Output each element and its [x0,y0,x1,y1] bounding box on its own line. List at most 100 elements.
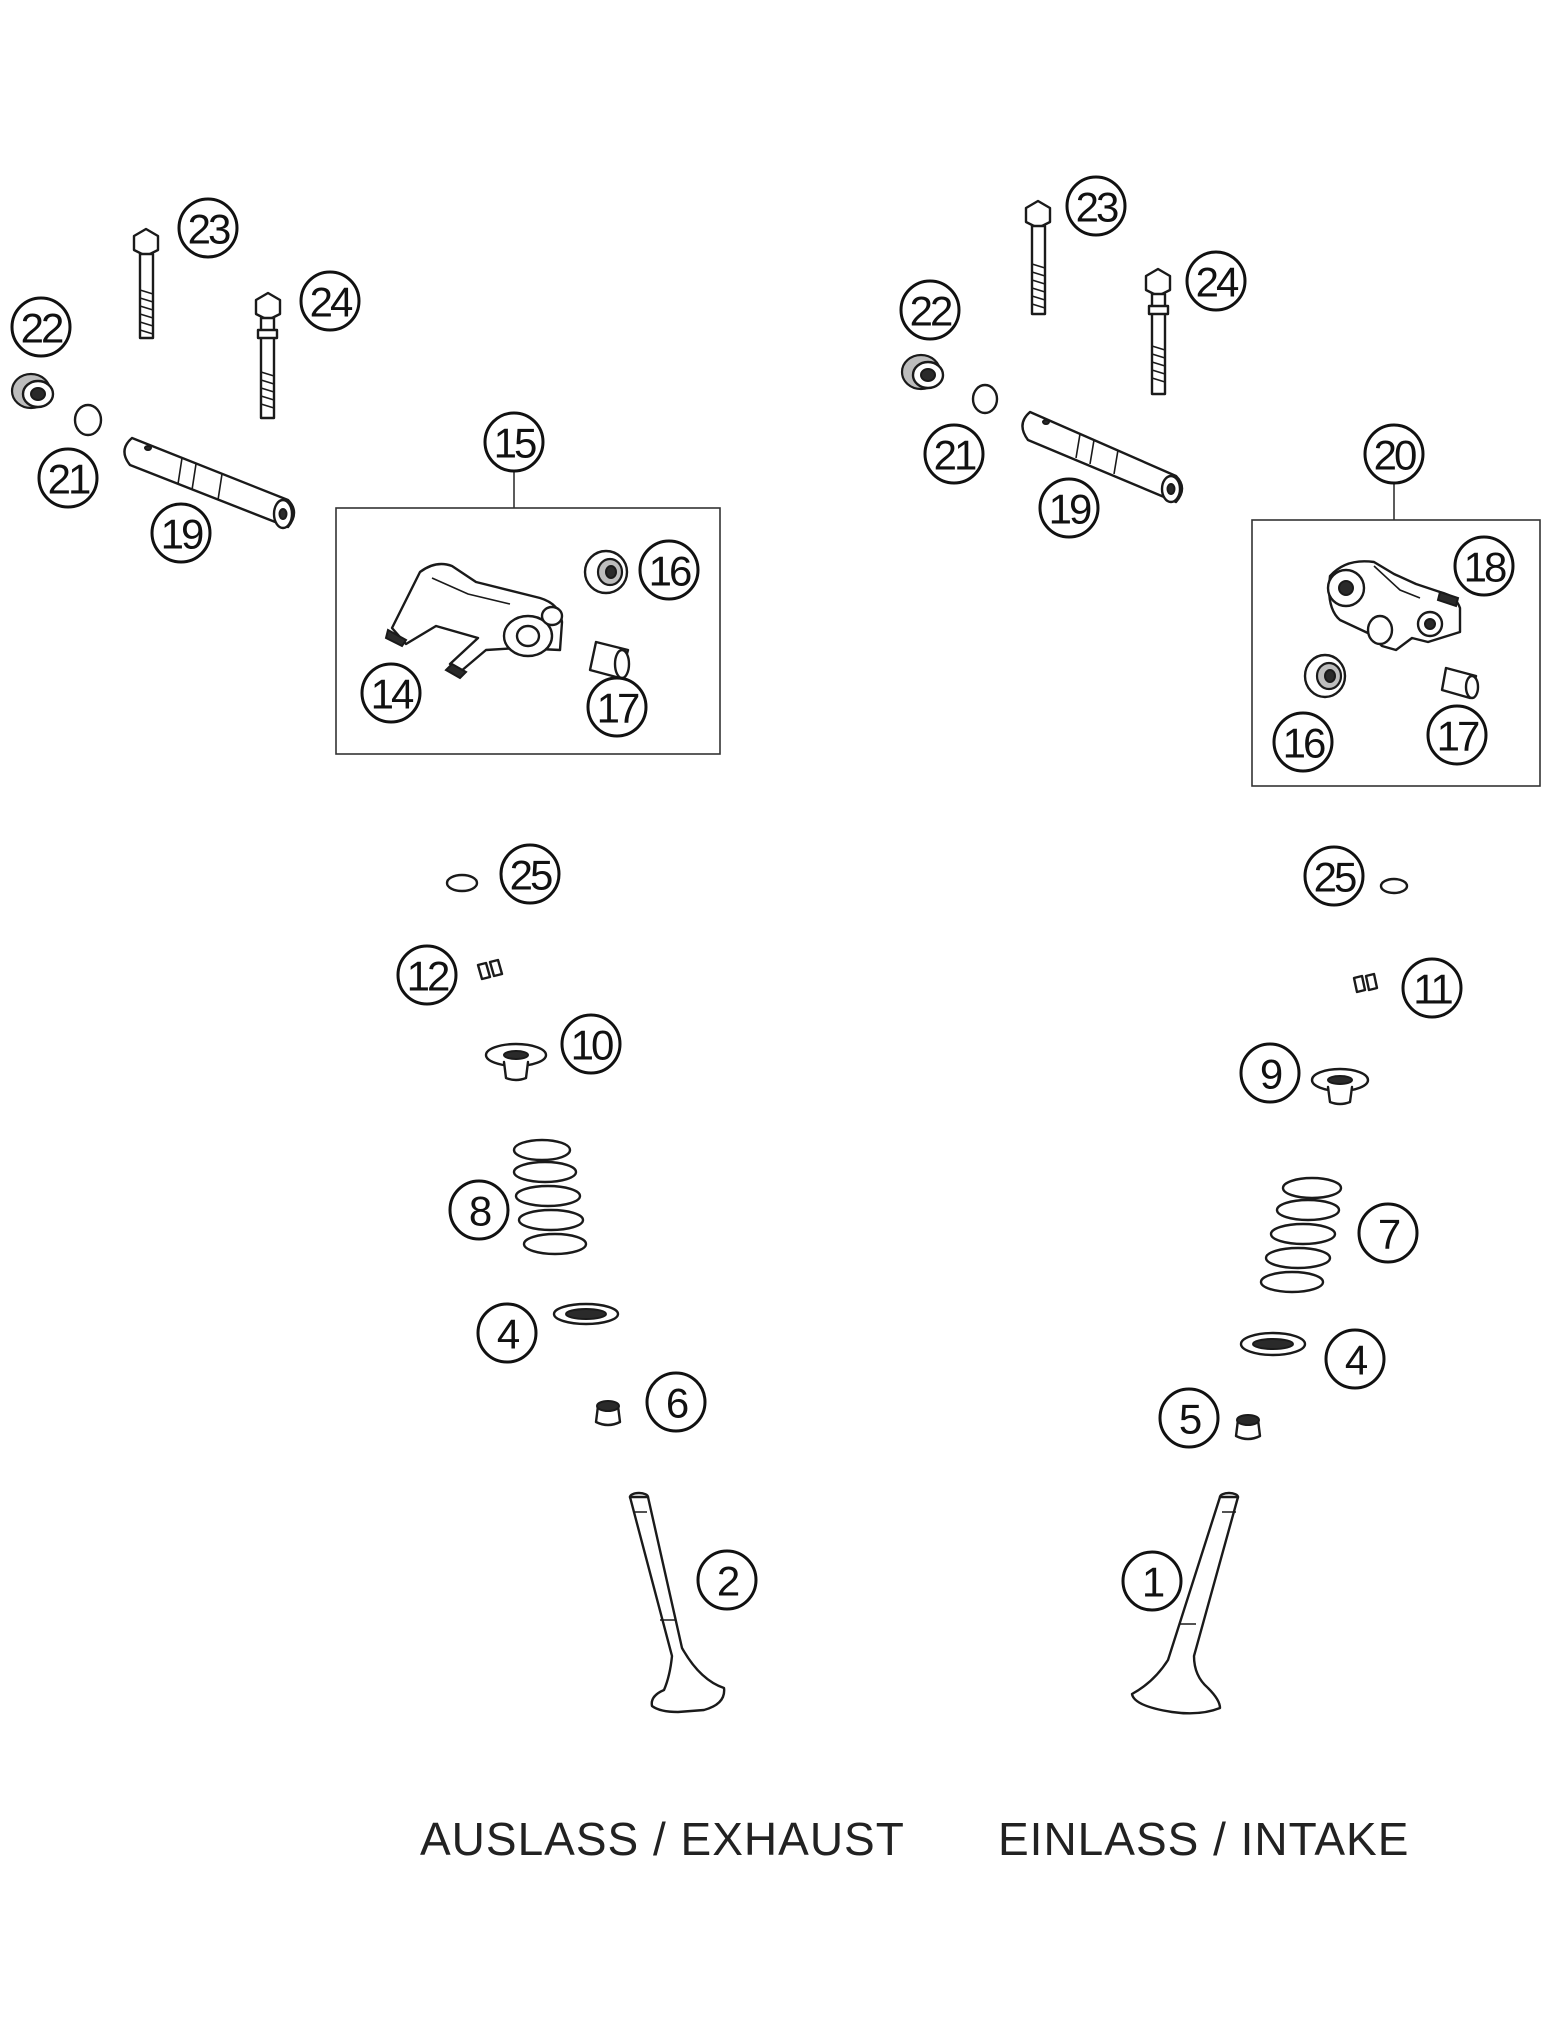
intake-bearing [1303,653,1347,699]
exhaust-rocker-assembly-box [335,507,721,755]
intake-callout-bolt-short: 24 [1185,250,1247,312]
intake-callout-shim: 25 [1303,845,1365,907]
svg-text:21: 21 [48,456,90,503]
exhaust-callout-valve-seal: 6 [645,1371,707,1433]
exhaust-valve-spring [512,1138,588,1256]
exhaust-bolt-long [132,227,160,340]
exhaust-spring-retainer [484,1042,548,1082]
svg-text:18: 18 [1464,544,1506,591]
svg-text:22: 22 [21,305,63,352]
svg-text:22: 22 [910,288,952,335]
intake-valve-seal [1234,1414,1262,1441]
svg-text:15: 15 [494,420,536,467]
exhaust-callout-rocker-arm: 14 [360,662,422,724]
intake-rocker-arm [1326,560,1462,652]
svg-text:24: 24 [310,279,353,326]
svg-text:14: 14 [371,671,414,718]
svg-text:20: 20 [1374,432,1416,479]
exhaust-spring-seat [552,1302,620,1326]
exhaust-callout-shim: 25 [499,843,561,905]
intake-spring-seat [1239,1331,1307,1357]
svg-text:17: 17 [1437,713,1479,760]
svg-text:4: 4 [1345,1337,1368,1384]
intake-rocker-shaft [1021,410,1184,504]
exhaust-plug [10,372,55,410]
svg-text:5: 5 [1179,1396,1201,1443]
exhaust-callout-valve: 2 [696,1549,758,1611]
exhaust-o-ring [73,403,103,437]
svg-text:23: 23 [1076,184,1118,231]
svg-text:17: 17 [597,685,639,732]
exhaust-callout-bolt-short: 24 [299,270,361,332]
intake-caption: EINLASS / INTAKE [998,1813,1410,1865]
svg-text:4: 4 [497,1311,520,1358]
exhaust-callout-valve-keepers: 12 [396,944,458,1006]
intake-callout-plug: 22 [899,279,961,341]
svg-text:23: 23 [188,206,230,253]
intake-callout-spring-retainer: 9 [1239,1042,1301,1104]
svg-text:12: 12 [407,953,449,1000]
exhaust-callout-rocker-assembly: 15 [483,411,545,473]
intake-valve [1130,1491,1240,1715]
intake-rocker-assembly-box [1251,519,1541,787]
intake-pin [1440,666,1480,700]
intake-callout-valve-spring: 7 [1357,1202,1419,1264]
intake-o-ring [971,383,999,415]
exhaust-rocker-arm [384,562,564,680]
exhaust-callout-spring-retainer: 10 [560,1013,622,1075]
exhaust-valve-seal [594,1400,622,1427]
intake-callout-rocker-assembly: 20 [1363,423,1425,485]
svg-text:6: 6 [666,1380,688,1427]
intake-side [900,199,1541,1715]
svg-text:10: 10 [571,1022,613,1069]
svg-text:1: 1 [1142,1559,1164,1606]
svg-text:9: 9 [1260,1051,1282,1098]
intake-valve-spring [1259,1176,1343,1294]
intake-callout-shaft: 19 [1038,477,1100,539]
intake-callout-pin: 17 [1426,704,1488,766]
intake-plug [900,353,945,391]
exhaust-pin [588,640,631,680]
exhaust-callout-o-ring: 21 [37,447,99,509]
intake-callout-valve-seal: 5 [1158,1387,1220,1449]
svg-text:24: 24 [1196,259,1239,306]
intake-shim [1379,877,1409,895]
intake-callout-bearing: 16 [1272,711,1334,773]
svg-text:8: 8 [469,1188,491,1235]
exhaust-bolt-short [254,291,282,420]
exhaust-callout-pin: 17 [586,676,648,738]
exhaust-rocker-shaft [123,436,296,530]
exhaust-bearing [583,549,629,595]
svg-text:21: 21 [934,432,976,479]
intake-spring-retainer [1310,1067,1370,1106]
svg-text:25: 25 [1314,854,1356,901]
svg-text:25: 25 [510,852,552,899]
exhaust-callout-valve-spring: 8 [448,1179,510,1241]
intake-callout-valve: 1 [1121,1550,1183,1612]
svg-text:11: 11 [1413,966,1452,1013]
exhaust-callout-spring-seat: 4 [476,1302,538,1364]
intake-callout-rocker-arm: 18 [1453,535,1515,597]
svg-text:19: 19 [1049,486,1091,533]
svg-text:7: 7 [1378,1211,1400,1258]
exhaust-callout-plug: 22 [10,296,72,358]
exhaust-callout-shaft: 19 [150,502,212,564]
exhaust-valve [628,1491,726,1714]
intake-bolt-short [1144,267,1172,396]
exhaust-side [10,227,726,1714]
intake-bolt-long [1024,199,1052,316]
exhaust-callout-bearing: 16 [638,539,700,601]
callout-labels: 23 24 22 21 19 15 14 16 17 25 12 10 8 4 … [10,175,1515,1612]
intake-callout-o-ring: 21 [923,423,985,485]
intake-valve-keepers [1352,972,1379,994]
svg-text:2: 2 [717,1558,739,1605]
intake-callout-bolt-long: 23 [1065,175,1127,237]
exhaust-valve-keepers [476,958,504,981]
svg-text:16: 16 [649,548,691,595]
intake-callout-spring-seat: 4 [1324,1328,1386,1390]
svg-text:16: 16 [1283,720,1325,767]
intake-callout-valve-keepers: 11 [1401,957,1463,1019]
exhaust-callout-bolt-long: 23 [177,197,239,259]
svg-text:19: 19 [161,511,203,558]
